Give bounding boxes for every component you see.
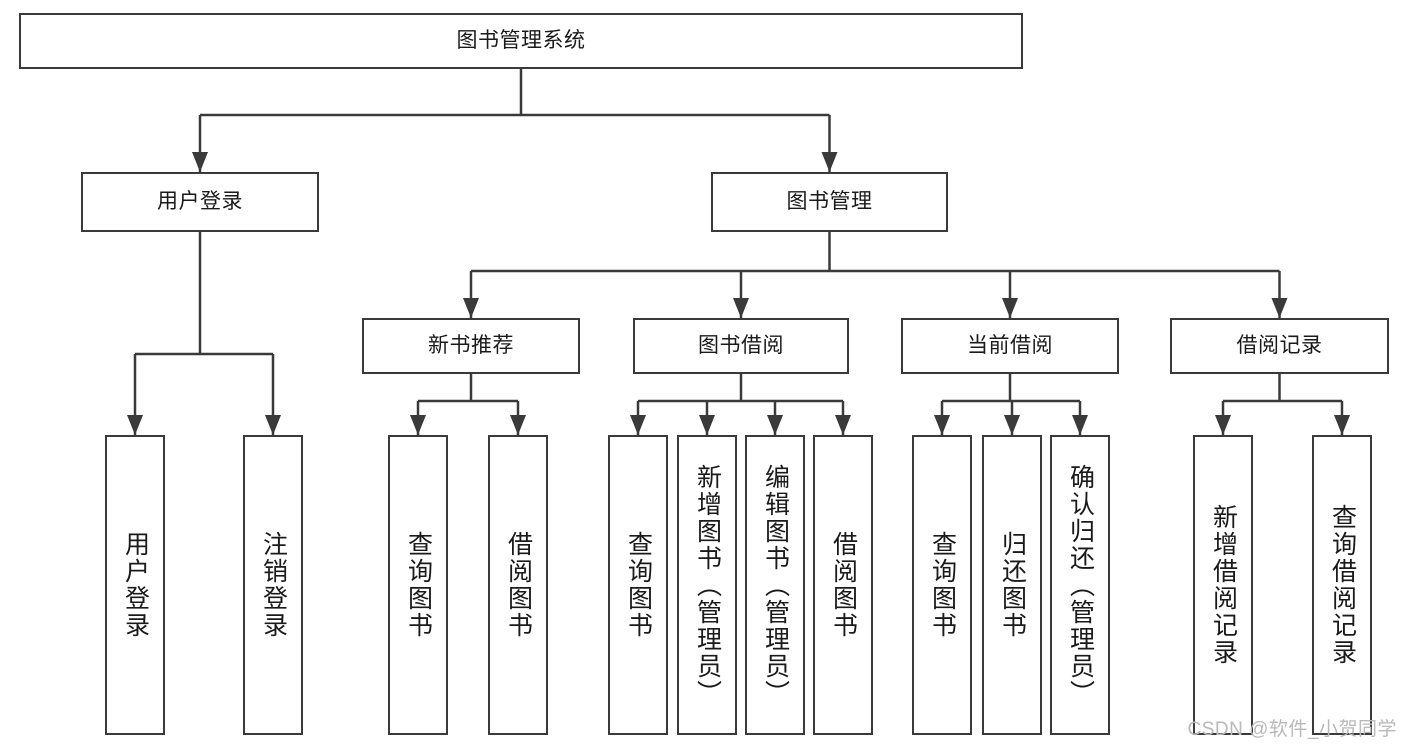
- arrowhead-leaf-add-record: [1215, 415, 1231, 435]
- arrowhead-leaf-query-book: [630, 415, 646, 435]
- arrowhead-leaf-confirm-return: [1072, 415, 1088, 435]
- node-label-book-borrow: 图书借阅: [698, 333, 784, 357]
- node-label-leaf-query-book: 查询图书: [624, 531, 653, 639]
- arrowhead-leaf-return-book: [1004, 415, 1020, 435]
- node-label-root: 图书管理系统: [456, 28, 586, 52]
- node-label-leaf-confirm-return: 确认归还（管理员）: [1066, 463, 1095, 707]
- node-leaf-query-book-cur[interactable]: 查询图书: [912, 435, 972, 735]
- node-label-current-borrow: 当前借阅: [967, 333, 1053, 357]
- arrowhead-leaf-edit-book: [767, 415, 783, 435]
- node-leaf-query-record[interactable]: 查询借阅记录: [1312, 435, 1372, 735]
- node-root[interactable]: 图书管理系统: [19, 13, 1023, 69]
- arrowhead-leaf-query-book-rec: [410, 415, 426, 435]
- node-leaf-add-book[interactable]: 新增图书（管理员）: [677, 435, 737, 735]
- node-label-leaf-borrow-book-rec: 借阅图书: [504, 531, 533, 639]
- node-label-leaf-user-logout: 注销登录: [259, 531, 288, 639]
- arrowhead-leaf-add-book: [699, 415, 715, 435]
- node-label-leaf-add-record: 新增借阅记录: [1209, 504, 1238, 666]
- node-leaf-query-book[interactable]: 查询图书: [608, 435, 668, 735]
- arrowhead-borrow-record: [1271, 298, 1288, 318]
- arrowhead-leaf-query-record: [1334, 415, 1350, 435]
- arrowhead-leaf-query-book-cur: [934, 415, 950, 435]
- node-label-new-book-rec: 新书推荐: [428, 333, 514, 357]
- arrowhead-leaf-user-logout: [265, 415, 281, 435]
- arrowhead-leaf-user-login: [127, 415, 143, 435]
- node-leaf-borrow-book-rec[interactable]: 借阅图书: [488, 435, 548, 735]
- node-leaf-confirm-return[interactable]: 确认归还（管理员）: [1050, 435, 1110, 735]
- arrowhead-new-book-rec: [463, 298, 479, 318]
- node-label-leaf-add-book: 新增图书（管理员）: [693, 463, 722, 707]
- node-label-leaf-query-book-rec: 查询图书: [404, 531, 433, 639]
- node-leaf-user-logout[interactable]: 注销登录: [243, 435, 303, 735]
- node-label-leaf-query-record: 查询借阅记录: [1328, 504, 1357, 666]
- node-label-user-login: 用户登录: [157, 189, 243, 213]
- node-new-book-rec[interactable]: 新书推荐: [362, 318, 580, 374]
- node-label-leaf-return-book: 归还图书: [998, 531, 1027, 639]
- node-book-borrow[interactable]: 图书借阅: [633, 318, 849, 374]
- node-user-login[interactable]: 用户登录: [81, 172, 319, 232]
- node-leaf-return-book[interactable]: 归还图书: [982, 435, 1042, 735]
- arrowhead-book-manage: [821, 152, 838, 172]
- node-label-leaf-user-login: 用户登录: [121, 531, 150, 639]
- node-leaf-add-record[interactable]: 新增借阅记录: [1193, 435, 1253, 735]
- node-label-leaf-query-book-cur: 查询图书: [928, 531, 957, 639]
- node-label-leaf-edit-book: 编辑图书（管理员）: [761, 463, 790, 707]
- node-label-borrow-record: 借阅记录: [1236, 333, 1323, 357]
- arrowhead-current-borrow: [1002, 298, 1018, 318]
- node-label-leaf-borrow-book: 借阅图书: [829, 531, 858, 639]
- arrowhead-leaf-borrow-book-rec: [510, 415, 526, 435]
- node-leaf-query-book-rec[interactable]: 查询图书: [388, 435, 448, 735]
- node-leaf-edit-book[interactable]: 编辑图书（管理员）: [745, 435, 805, 735]
- node-label-book-manage: 图书管理: [786, 189, 873, 213]
- node-book-manage[interactable]: 图书管理: [711, 172, 948, 232]
- arrowhead-book-borrow: [733, 298, 749, 318]
- node-current-borrow[interactable]: 当前借阅: [901, 318, 1119, 374]
- node-borrow-record[interactable]: 借阅记录: [1170, 318, 1389, 374]
- arrowhead-leaf-borrow-book: [835, 415, 851, 435]
- node-leaf-user-login[interactable]: 用户登录: [105, 435, 165, 735]
- arrowhead-user-login: [192, 152, 208, 172]
- node-leaf-borrow-book[interactable]: 借阅图书: [813, 435, 873, 735]
